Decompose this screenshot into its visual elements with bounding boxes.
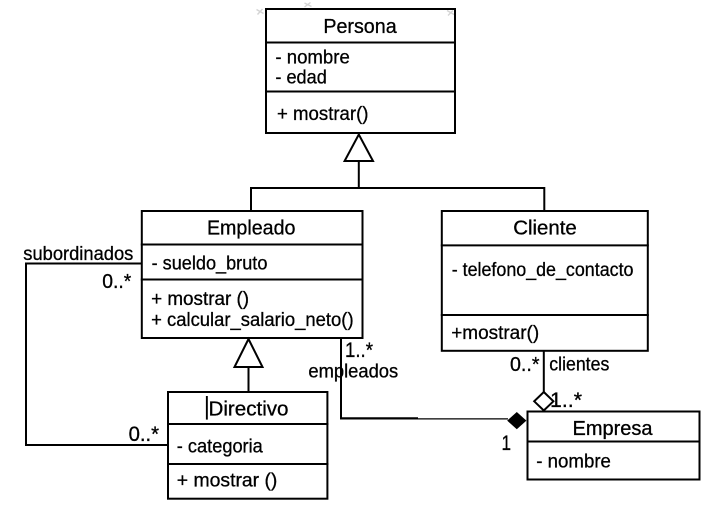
svg-text:+ mostrar (): + mostrar () bbox=[177, 470, 278, 492]
svg-text:0..*: 0..* bbox=[510, 353, 540, 376]
svg-text:- telefono_de_contacto: - telefono_de_contacto bbox=[452, 259, 634, 281]
svg-text:Cliente: Cliente bbox=[513, 218, 577, 240]
svg-text:clientes: clientes bbox=[549, 354, 609, 376]
svg-text:- categoria: - categoria bbox=[177, 436, 263, 458]
svg-text:Persona: Persona bbox=[323, 16, 397, 38]
svg-text:1..*: 1..* bbox=[550, 389, 582, 412]
svg-text:+ mostrar(): + mostrar() bbox=[277, 103, 369, 125]
svg-text:Directivo: Directivo bbox=[209, 398, 289, 420]
svg-text:- edad: - edad bbox=[275, 67, 326, 89]
svg-text:0..*: 0..* bbox=[129, 423, 160, 446]
svg-text:1..*: 1..* bbox=[345, 339, 373, 362]
svg-text:1: 1 bbox=[502, 432, 512, 455]
svg-text:+mostrar(): +mostrar() bbox=[451, 322, 539, 344]
svg-text:+ calcular_salario_neto(): + calcular_salario_neto() bbox=[151, 309, 354, 331]
svg-text:- nombre: - nombre bbox=[536, 451, 611, 473]
svg-text:0..*: 0..* bbox=[102, 271, 131, 293]
svg-text:+ mostrar (): + mostrar () bbox=[151, 288, 249, 310]
svg-text:empleados: empleados bbox=[308, 360, 398, 382]
svg-text:subordinados: subordinados bbox=[23, 243, 133, 265]
svg-text:- nombre: - nombre bbox=[275, 47, 349, 69]
svg-text:- sueldo_bruto: - sueldo_bruto bbox=[152, 253, 268, 275]
svg-text:Empleado: Empleado bbox=[207, 217, 296, 239]
svg-text:Empresa: Empresa bbox=[573, 418, 654, 440]
